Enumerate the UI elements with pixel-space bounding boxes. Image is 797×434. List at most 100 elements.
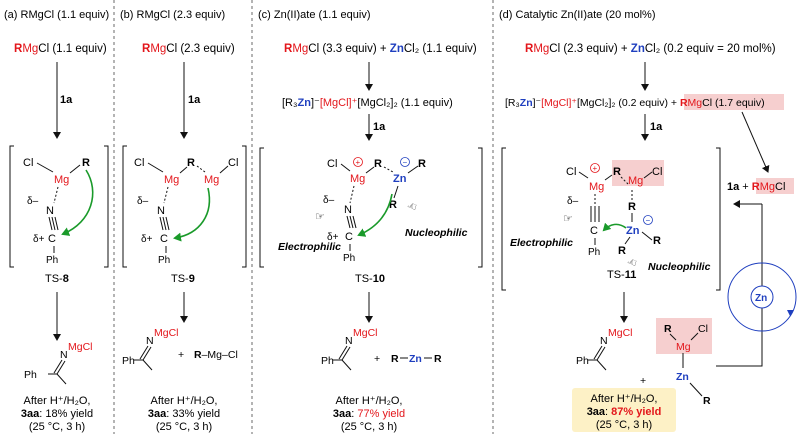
svg-text:δ+: δ+ xyxy=(33,234,45,245)
svg-text:Cl: Cl xyxy=(228,157,238,169)
svg-text:Mg: Mg xyxy=(164,174,179,186)
svg-text:R: R xyxy=(374,158,382,170)
ts-9-label: TS-9 xyxy=(171,273,195,285)
svg-text:(25 °C, 3 h): (25 °C, 3 h) xyxy=(341,421,397,433)
pointing-hand-icon: ☞ xyxy=(315,211,325,223)
svg-text:R: R xyxy=(418,158,426,170)
svg-text:Mg: Mg xyxy=(54,174,69,186)
svg-text:C: C xyxy=(48,233,56,245)
svg-text:Mg: Mg xyxy=(589,181,604,193)
svg-text:R: R xyxy=(82,157,90,169)
svg-text:Cl: Cl xyxy=(698,323,708,335)
svg-text:Mg: Mg xyxy=(350,173,365,185)
svg-text:−: − xyxy=(403,158,408,167)
svg-text:Zn: Zn xyxy=(676,371,689,383)
panel-c: (c) Zn(II)ate (1.1 equiv) RMgCl (3.3 equ… xyxy=(258,9,483,433)
svg-text:3aa: 77% yield: 3aa: 77% yield xyxy=(333,408,405,420)
svg-text:Ph: Ph xyxy=(576,355,589,367)
panel-dividers xyxy=(113,0,494,434)
svg-text:MgCl: MgCl xyxy=(353,327,378,339)
svg-text:Zn: Zn xyxy=(626,225,640,237)
svg-text:C: C xyxy=(590,225,598,237)
svg-text:(25 °C, 3 h): (25 °C, 3 h) xyxy=(29,421,85,433)
panel-b-title: (b) RMgCl (2.3 equiv) xyxy=(120,9,225,21)
svg-text:+: + xyxy=(640,375,646,387)
svg-text:R: R xyxy=(653,235,661,247)
svg-text:Nucleophilic: Nucleophilic xyxy=(405,227,468,239)
svg-text:R: R xyxy=(613,166,621,178)
panel-c-product: N MgCl Ph + R Zn R xyxy=(321,327,442,371)
panel-d-zincate: [R₃Zn]⁻[MgCl]⁺[MgCl₂]₂ (0.2 equiv) + RMg… xyxy=(505,97,765,109)
panel-b-reagent: RMgCl (2.3 equiv) xyxy=(142,43,235,55)
panel-b: (b) RMgCl (2.3 equiv) RMgCl (2.3 equiv) … xyxy=(120,9,247,433)
panel-a-step: 1a xyxy=(60,94,73,106)
pointing-hand-icon: ☞ xyxy=(563,213,573,225)
panel-a-reagent: RMgCl (1.1 equiv) xyxy=(14,43,107,55)
panel-c-title: (c) Zn(II)ate (1.1 equiv) xyxy=(258,9,370,21)
svg-text:R: R xyxy=(187,157,195,169)
svg-text:N: N xyxy=(146,335,154,347)
svg-text:N: N xyxy=(344,204,352,216)
panel-d-title: (d) Catalytic Zn(II)ate (20 mol%) xyxy=(499,9,655,21)
svg-text:C: C xyxy=(160,233,168,245)
svg-text:Mg: Mg xyxy=(628,175,643,187)
pointing-hand-icon: ☞ xyxy=(406,198,419,213)
panel-b-yield: After H⁺/H₂O, 3aa: 33% yield (25 °C, 3 h… xyxy=(148,395,220,433)
ts-11-structure: Cl + Mg R Mg Cl δ– C Ph R − Zn xyxy=(510,160,711,273)
svg-text:δ–: δ– xyxy=(27,196,39,207)
svg-text:After H⁺/H₂O,: After H⁺/H₂O, xyxy=(24,395,91,407)
svg-text:−: − xyxy=(646,216,651,225)
ts-8-label: TS-8 xyxy=(45,273,69,285)
svg-text:R: R xyxy=(628,201,636,213)
svg-text:δ+: δ+ xyxy=(141,234,153,245)
svg-text:N: N xyxy=(60,349,68,361)
panel-d-product: N MgCl Ph + R Mg Cl Zn R xyxy=(576,318,712,407)
yield-highlight-box xyxy=(572,388,676,432)
catalytic-cycle: Zn xyxy=(716,200,797,367)
panel-d-reagent: RMgCl (2.3 equiv) + ZnCl₂ (0.2 equiv = 2… xyxy=(525,43,776,55)
svg-text:+: + xyxy=(178,349,184,361)
svg-text:C: C xyxy=(345,231,353,243)
ts-10-label: TS-10 xyxy=(355,273,385,285)
svg-text:R: R xyxy=(391,353,399,365)
svg-text:MgCl: MgCl xyxy=(154,327,179,339)
svg-text:R: R xyxy=(703,395,711,407)
svg-text:δ+: δ+ xyxy=(327,232,339,243)
panel-d-side-reagents: 1a + RMgCl xyxy=(727,181,785,193)
svg-text:Ph: Ph xyxy=(343,253,355,264)
svg-text:R: R xyxy=(389,199,397,211)
excess-grignard-highlight xyxy=(684,94,784,110)
svg-text:R–Mg–Cl: R–Mg–Cl xyxy=(194,349,238,361)
svg-text:Ph: Ph xyxy=(122,355,135,367)
panel-d-yield: After H⁺/H₂O, 3aa: 87% yield (25 °C, 3 h… xyxy=(572,388,676,432)
svg-text:Ph: Ph xyxy=(588,247,600,258)
svg-text:Cl: Cl xyxy=(652,166,662,178)
svg-text:Nucleophilic: Nucleophilic xyxy=(648,261,711,273)
panel-a-title: (a) RMgCl (1.1 equiv) xyxy=(4,9,109,21)
svg-text:MgCl: MgCl xyxy=(608,327,633,339)
svg-text:δ–: δ– xyxy=(137,196,149,207)
svg-text:3aa: 87% yield: 3aa: 87% yield xyxy=(587,406,662,418)
svg-text:Electrophilic: Electrophilic xyxy=(278,241,341,253)
svg-text:After H⁺/H₂O,: After H⁺/H₂O, xyxy=(591,393,658,405)
panel-c-step: 1a xyxy=(373,121,386,133)
svg-text:3aa: 33% yield: 3aa: 33% yield xyxy=(148,408,220,420)
svg-text:Electrophilic: Electrophilic xyxy=(510,237,573,249)
zn-catalyst-badge: Zn xyxy=(755,293,767,304)
panel-a: (a) RMgCl (1.1 equiv) RMgCl (1.1 equiv) … xyxy=(4,9,109,433)
svg-text:Cl: Cl xyxy=(23,157,33,169)
svg-text:Ph: Ph xyxy=(158,255,170,266)
svg-text:δ–: δ– xyxy=(323,195,335,206)
svg-text:Ph: Ph xyxy=(24,369,37,381)
panel-c-zincate: [R₃Zn]⁻[MgCl]⁺[MgCl₂]₂ (1.1 equiv) xyxy=(282,97,453,109)
svg-text:Cl: Cl xyxy=(566,166,576,178)
svg-text:Cl: Cl xyxy=(134,157,144,169)
panel-b-product: N MgCl Ph + R–Mg–Cl xyxy=(122,327,238,371)
ts-10-structure: Cl + Mg R − Zn R δ– N δ+ C Ph R xyxy=(278,157,468,264)
svg-text:N: N xyxy=(46,205,54,217)
ts-11-label: TS-11 xyxy=(607,269,636,281)
svg-text:N: N xyxy=(345,335,353,347)
svg-text:After H⁺/H₂O,: After H⁺/H₂O, xyxy=(336,395,403,407)
ts-8-structure: Cl Mg R δ– N δ+ C Ph xyxy=(23,157,94,266)
